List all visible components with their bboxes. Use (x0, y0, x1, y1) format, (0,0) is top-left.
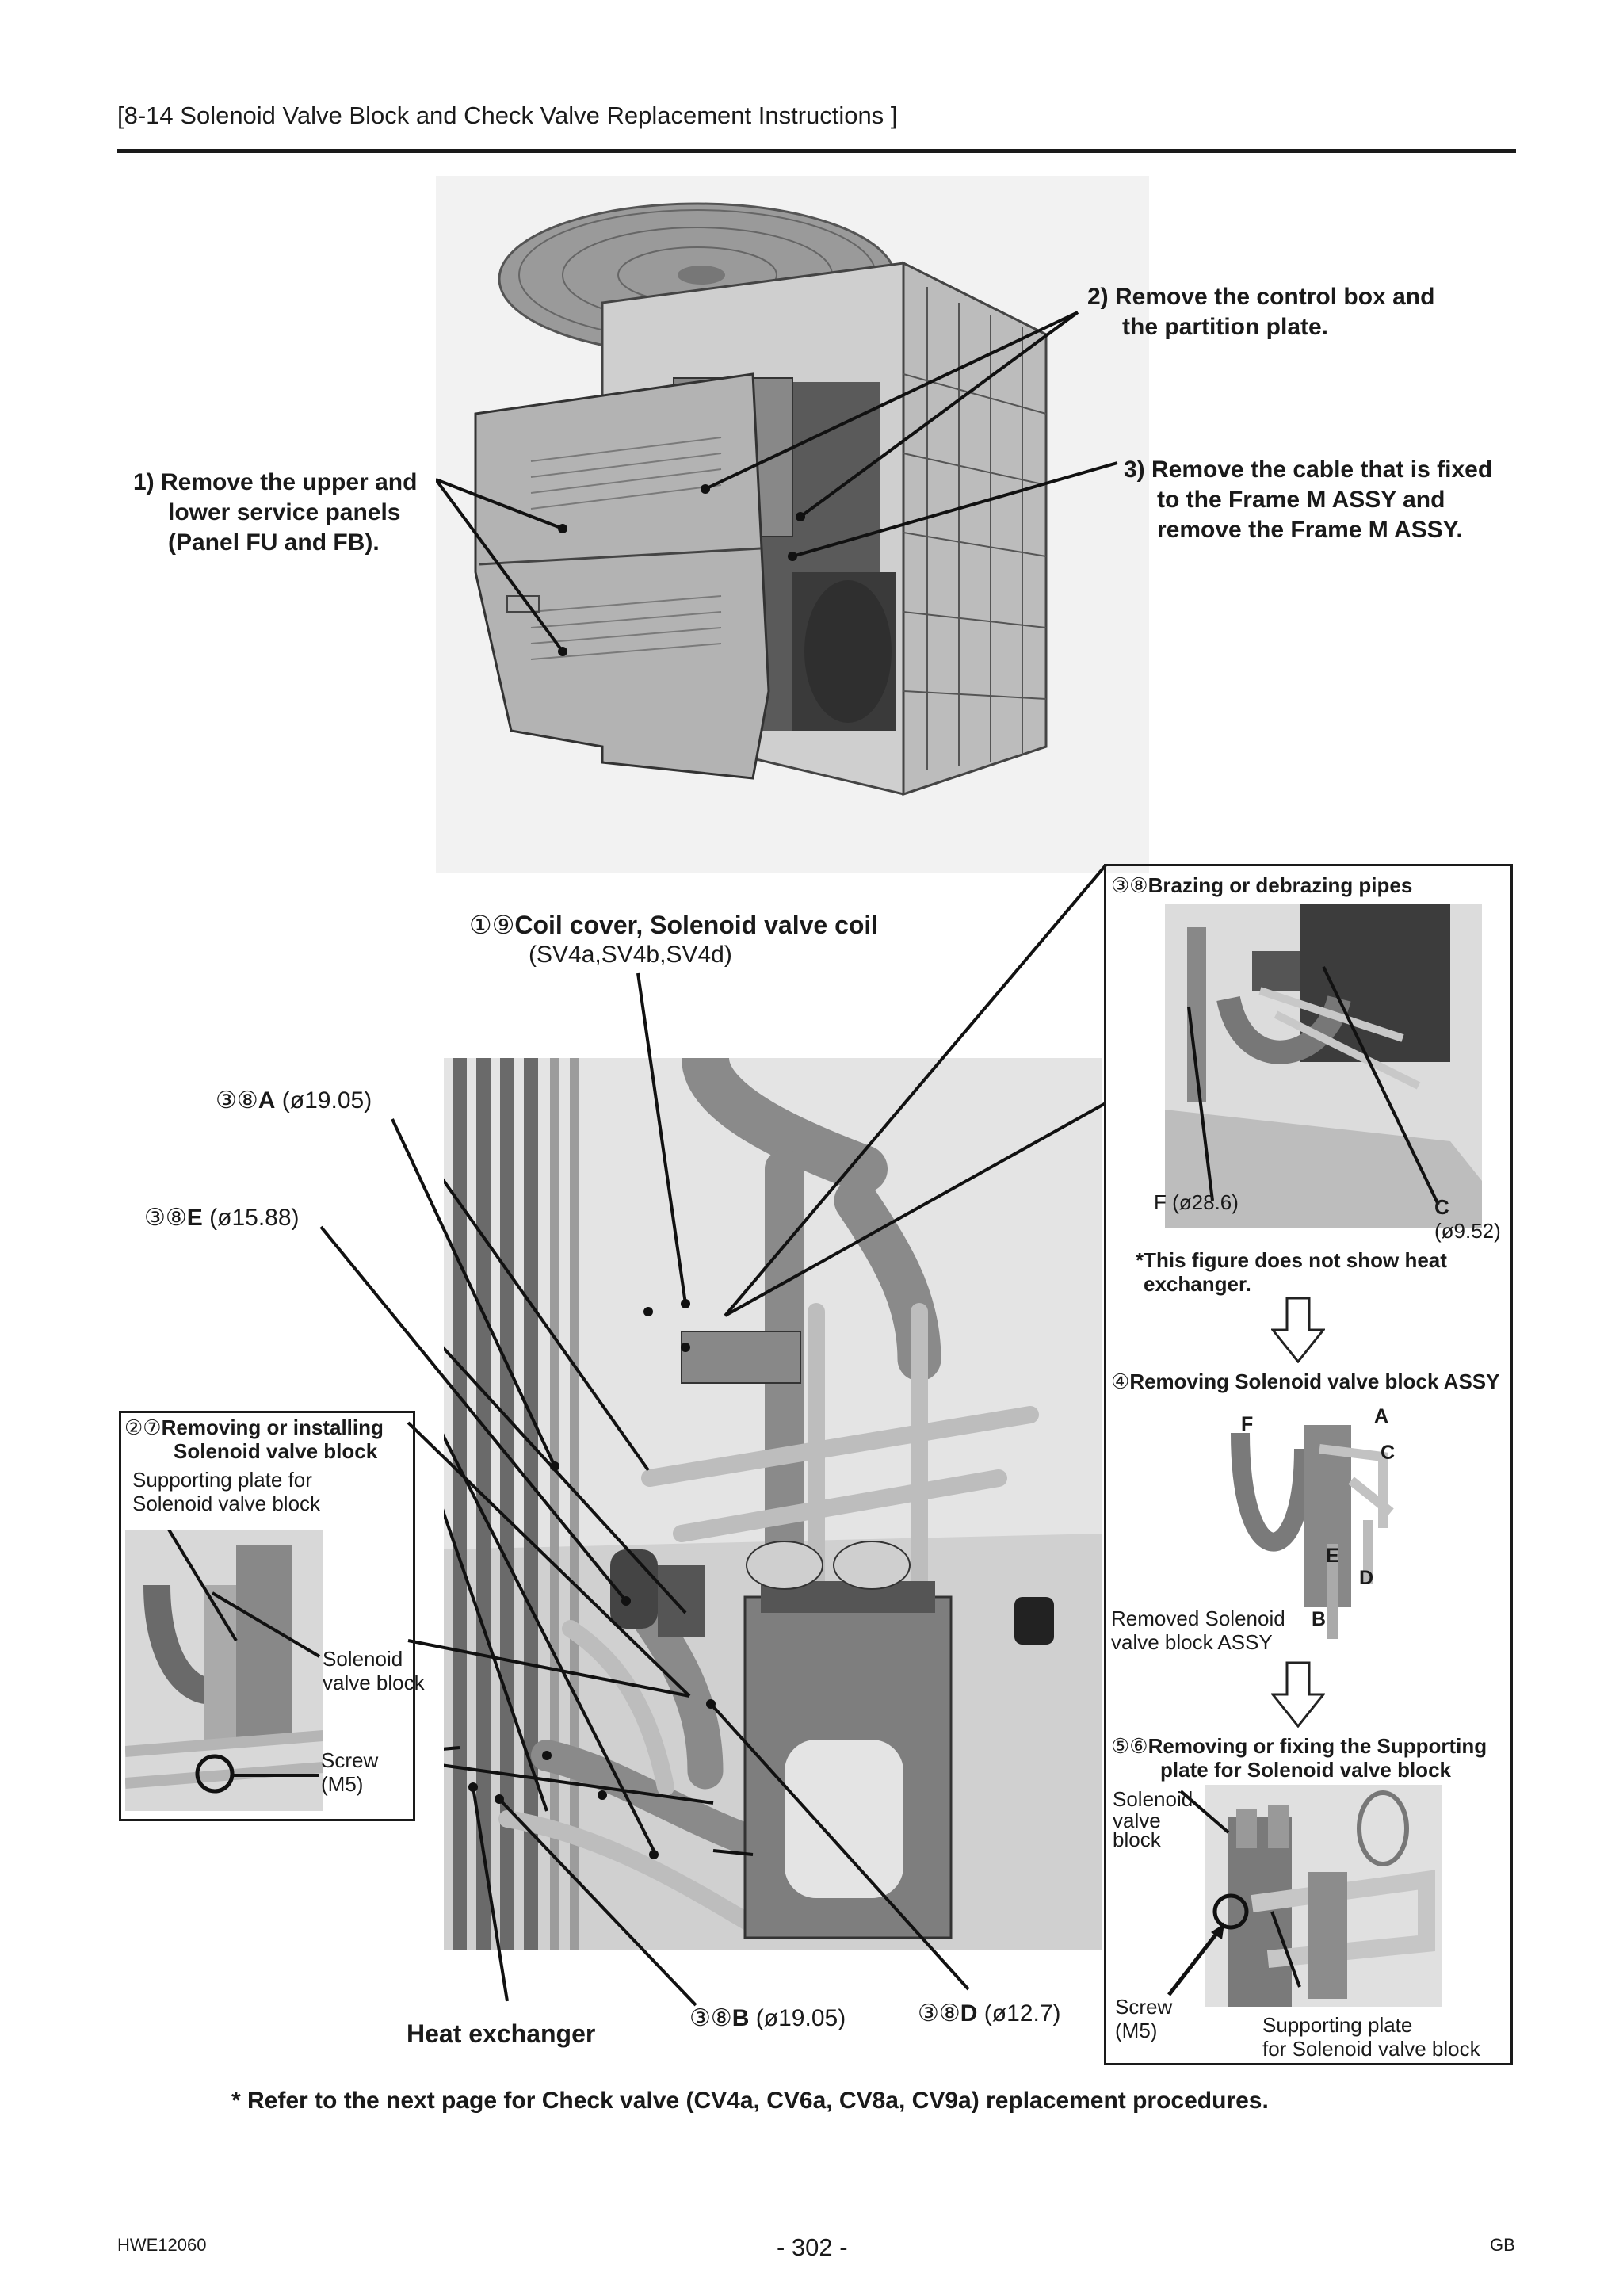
right-sec2-letter-a: A (1374, 1405, 1389, 1427)
left-inset-screw-label: Screw (M5) (321, 1748, 379, 1796)
outdoor-unit-illustration (436, 176, 1149, 873)
right-sec1-f-label: F (ø28.6) (1154, 1190, 1239, 1214)
footer-doc-code: HWE12060 (117, 2235, 207, 2255)
right-sec1-note: *This figure does not show heat exchange… (1136, 1248, 1447, 1296)
heat-exchanger-label: Heat exchanger (407, 2019, 596, 2048)
right-sec2-letter-e: E (1326, 1545, 1339, 1567)
coil-cover-callout: ①⑨Coil cover, Solenoid valve coil (469, 911, 879, 939)
header-rule (117, 149, 1516, 153)
right-sec2-removed-label: Removed Solenoid valve block ASSY (1111, 1606, 1285, 1654)
right-inset-box (1104, 864, 1513, 2065)
left-inset-support-label: Supporting plate for Solenoid valve bloc… (132, 1468, 321, 1515)
step-1-callout: 1) Remove the upper and lower service pa… (133, 469, 418, 556)
pipe-b-label: ③⑧B (ø19.05) (689, 2005, 846, 2031)
right-sec2-photo (1224, 1401, 1399, 1655)
right-sec2-letter-d: D (1359, 1567, 1374, 1589)
right-sec1-c-label: C (ø9.52) (1434, 1195, 1501, 1243)
left-inset-solenoid-label: Solenoid valve block (323, 1647, 425, 1694)
piping-interior-illustration (444, 1058, 1102, 1950)
footer-region: GB (1490, 2235, 1515, 2255)
left-inset-photo (125, 1530, 323, 1811)
right-sec2-title: ④Removing Solenoid valve block ASSY (1111, 1370, 1500, 1393)
down-arrow-1-icon (1271, 1297, 1325, 1363)
right-sec1-photo (1165, 904, 1482, 1228)
pipe-d-label: ③⑧D (ø12.7) (918, 2000, 1061, 2027)
right-sec2-letter-b: B (1312, 1608, 1327, 1630)
page-header-title: [8-14 Solenoid Valve Block and Check Val… (117, 101, 898, 129)
check-valve-note: * Refer to the next page for Check valve… (231, 2088, 1269, 2114)
right-sec2-letter-f: F (1241, 1413, 1254, 1435)
step-3-callout: 3) Remove the cable that is fixed to the… (1124, 457, 1493, 543)
left-inset-title: ②⑦Removing or installing Solenoid valve … (124, 1415, 384, 1463)
pipe-e-label: ③⑧E (ø15.88) (144, 1205, 300, 1231)
right-sec1-title: ③⑧Brazing or debrazing pipes (1111, 873, 1413, 897)
right-sec3-solenoid-label: Solenoid valve block (1113, 1787, 1193, 1851)
right-sec3-screw-label: Screw (M5) (1115, 1995, 1173, 2042)
down-arrow-2-icon (1271, 1661, 1325, 1728)
footer-page-number: - 302 - (777, 2233, 848, 2261)
right-sec3-title: ⑤⑥Removing or fixing the Supporting plat… (1111, 1734, 1487, 1782)
right-sec3-photo (1167, 1785, 1442, 2007)
coil-cover-sublabel: (SV4a,SV4b,SV4d) (529, 942, 732, 968)
left-inset-box (119, 1411, 415, 1821)
step-2-callout: 2) Remove the control box and the partit… (1087, 284, 1435, 340)
right-sec2-letter-c: C (1381, 1442, 1396, 1464)
right-sec3-support-label: Supporting plate for Solenoid valve bloc… (1262, 2013, 1480, 2061)
pipe-a-label: ③⑧A (ø19.05) (216, 1087, 372, 1114)
